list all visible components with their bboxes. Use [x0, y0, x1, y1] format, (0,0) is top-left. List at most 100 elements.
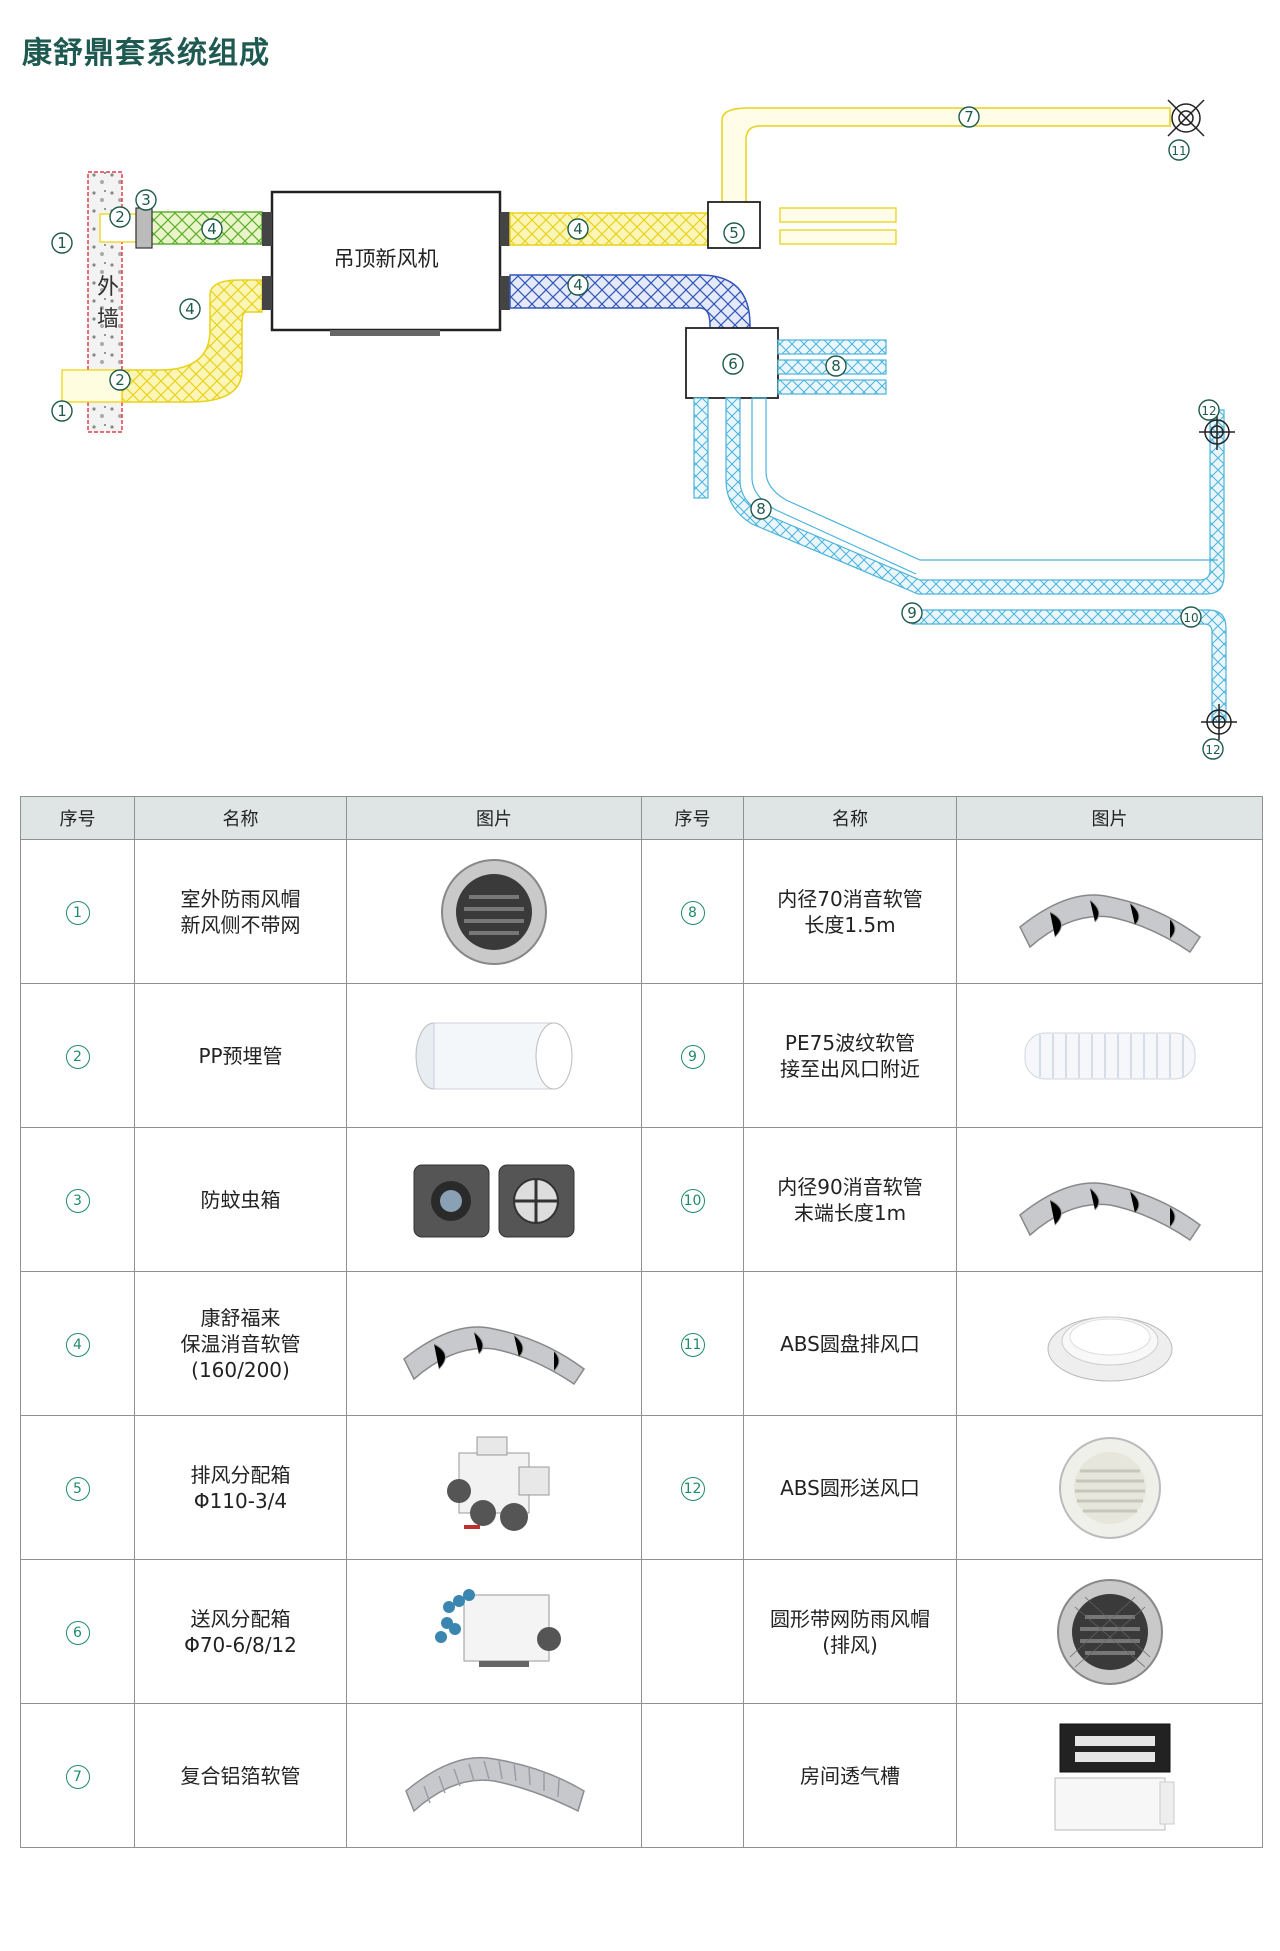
item-number-left: 6: [20, 1559, 135, 1704]
item-name-right: 房间透气槽: [743, 1703, 957, 1848]
item-name-left: PP预埋管: [134, 983, 347, 1128]
header-name-left: 名称: [134, 796, 347, 840]
svg-text:2: 2: [115, 208, 125, 226]
marker-7: 7: [958, 106, 980, 128]
item-picture-right: [956, 983, 1263, 1128]
abs-disc-vent-icon: [957, 1299, 1262, 1389]
item-number-right: [641, 1703, 744, 1848]
marker-6: 6: [722, 353, 744, 375]
supply-outlet-bottom: [1201, 704, 1237, 740]
marker-2b: 2: [109, 369, 131, 391]
duct-yellow-right: [509, 212, 711, 246]
svg-text:6: 6: [728, 355, 738, 373]
item-name-right: 圆形带网防雨风帽 (排风): [743, 1559, 957, 1704]
item-name-left: 康舒福来 保温消音软管 (160/200): [134, 1271, 347, 1416]
item-picture-left: [346, 1271, 642, 1416]
svg-text:8: 8: [831, 357, 841, 375]
svg-text:10: 10: [1183, 611, 1198, 625]
item-picture-left: [346, 839, 642, 984]
duct-yellow-left: [121, 279, 263, 403]
unit-label: 吊顶新风机: [334, 247, 439, 271]
rain-hood-icon: [347, 857, 641, 967]
item-number-right: [641, 1559, 744, 1704]
marker-11: 11: [1168, 139, 1190, 161]
supply-box-icon: [347, 1577, 641, 1687]
marker-12b: 12: [1202, 738, 1224, 760]
item-picture-left: [346, 1559, 642, 1704]
item-name-right: PE75波纹软管 接至出风口附近: [743, 983, 957, 1128]
item-name-right: 内径70消音软管 长度1.5m: [743, 839, 957, 984]
item-name-left: 室外防雨风帽 新风侧不带网: [134, 839, 347, 984]
header-name-right: 名称: [743, 796, 957, 840]
system-diagram: 外 墙 吊顶新风机: [51, 99, 1237, 760]
svg-text:2: 2: [115, 371, 125, 389]
marker-10: 10: [1180, 606, 1202, 628]
item-number-right: 8: [641, 839, 744, 984]
item-name-right: ABS圆形送风口: [743, 1415, 957, 1560]
marker-4b: 4: [179, 298, 201, 320]
marker-3: 3: [135, 189, 157, 211]
item-picture-left: [346, 1127, 642, 1272]
pp-pipe-icon: [347, 1011, 641, 1101]
item-number-left: 7: [20, 1703, 135, 1848]
item-name-left: 防蚊虫箱: [134, 1127, 347, 1272]
svg-text:4: 4: [185, 300, 195, 318]
svg-text:1: 1: [57, 234, 67, 252]
exhaust-box-icon: [347, 1433, 641, 1543]
marker-4c: 4: [567, 218, 589, 240]
marker-8a: 8: [825, 355, 847, 377]
page-title: 康舒鼎套系统组成: [22, 36, 270, 71]
marker-5: 5: [723, 222, 745, 244]
item-picture-right: [956, 1271, 1263, 1416]
marker-4a: 4: [201, 218, 223, 240]
item-number-left: 1: [20, 839, 135, 984]
svg-text:5: 5: [729, 224, 739, 242]
marker-8b: 8: [750, 498, 772, 520]
item-number-left: 3: [20, 1127, 135, 1272]
marker-2a: 2: [109, 206, 131, 228]
insulated-duct-icon: [347, 1299, 641, 1389]
svg-text:4: 4: [573, 276, 583, 294]
abs-round-vent-icon: [957, 1433, 1262, 1543]
header-pic-left: 图片: [346, 796, 642, 840]
item-name-right: 内径90消音软管 末端长度1m: [743, 1127, 957, 1272]
item-name-left: 送风分配箱 Φ70-6/8/12: [134, 1559, 347, 1704]
item-number-left: 4: [20, 1271, 135, 1416]
wall-label-2: 墙: [97, 307, 119, 332]
marker-1a: 1: [51, 232, 73, 254]
insulated-duct-icon: [957, 867, 1262, 957]
svg-text:7: 7: [964, 108, 974, 126]
item-picture-left: [346, 1415, 642, 1560]
item-number-right: 12: [641, 1415, 744, 1560]
foil-duct-icon: [347, 1731, 641, 1821]
svg-text:11: 11: [1171, 144, 1186, 158]
item-picture-left: [346, 1703, 642, 1848]
rain-hood-mesh-icon: [957, 1577, 1262, 1687]
marker-1b: 1: [51, 400, 73, 422]
header-pic-right: 图片: [956, 796, 1263, 840]
svg-text:12: 12: [1205, 743, 1220, 757]
item-picture-right: [956, 1559, 1263, 1704]
item-number-left: 2: [20, 983, 135, 1128]
supply-box: [685, 327, 779, 399]
supply-outlet-top: [1199, 414, 1235, 450]
wall-label-1: 外: [97, 275, 119, 300]
item-number-right: 11: [641, 1271, 744, 1416]
insect-box-icon: [347, 1155, 641, 1245]
svg-text:8: 8: [756, 500, 766, 518]
vent-slot-icon: [957, 1716, 1262, 1836]
header-num-right: 序号: [641, 796, 744, 840]
marker-9: 9: [901, 602, 923, 624]
corrugated-hose-icon: [957, 1021, 1262, 1091]
item-picture-left: [346, 983, 642, 1128]
item-picture-right: [956, 1703, 1263, 1848]
svg-text:4: 4: [207, 220, 217, 238]
